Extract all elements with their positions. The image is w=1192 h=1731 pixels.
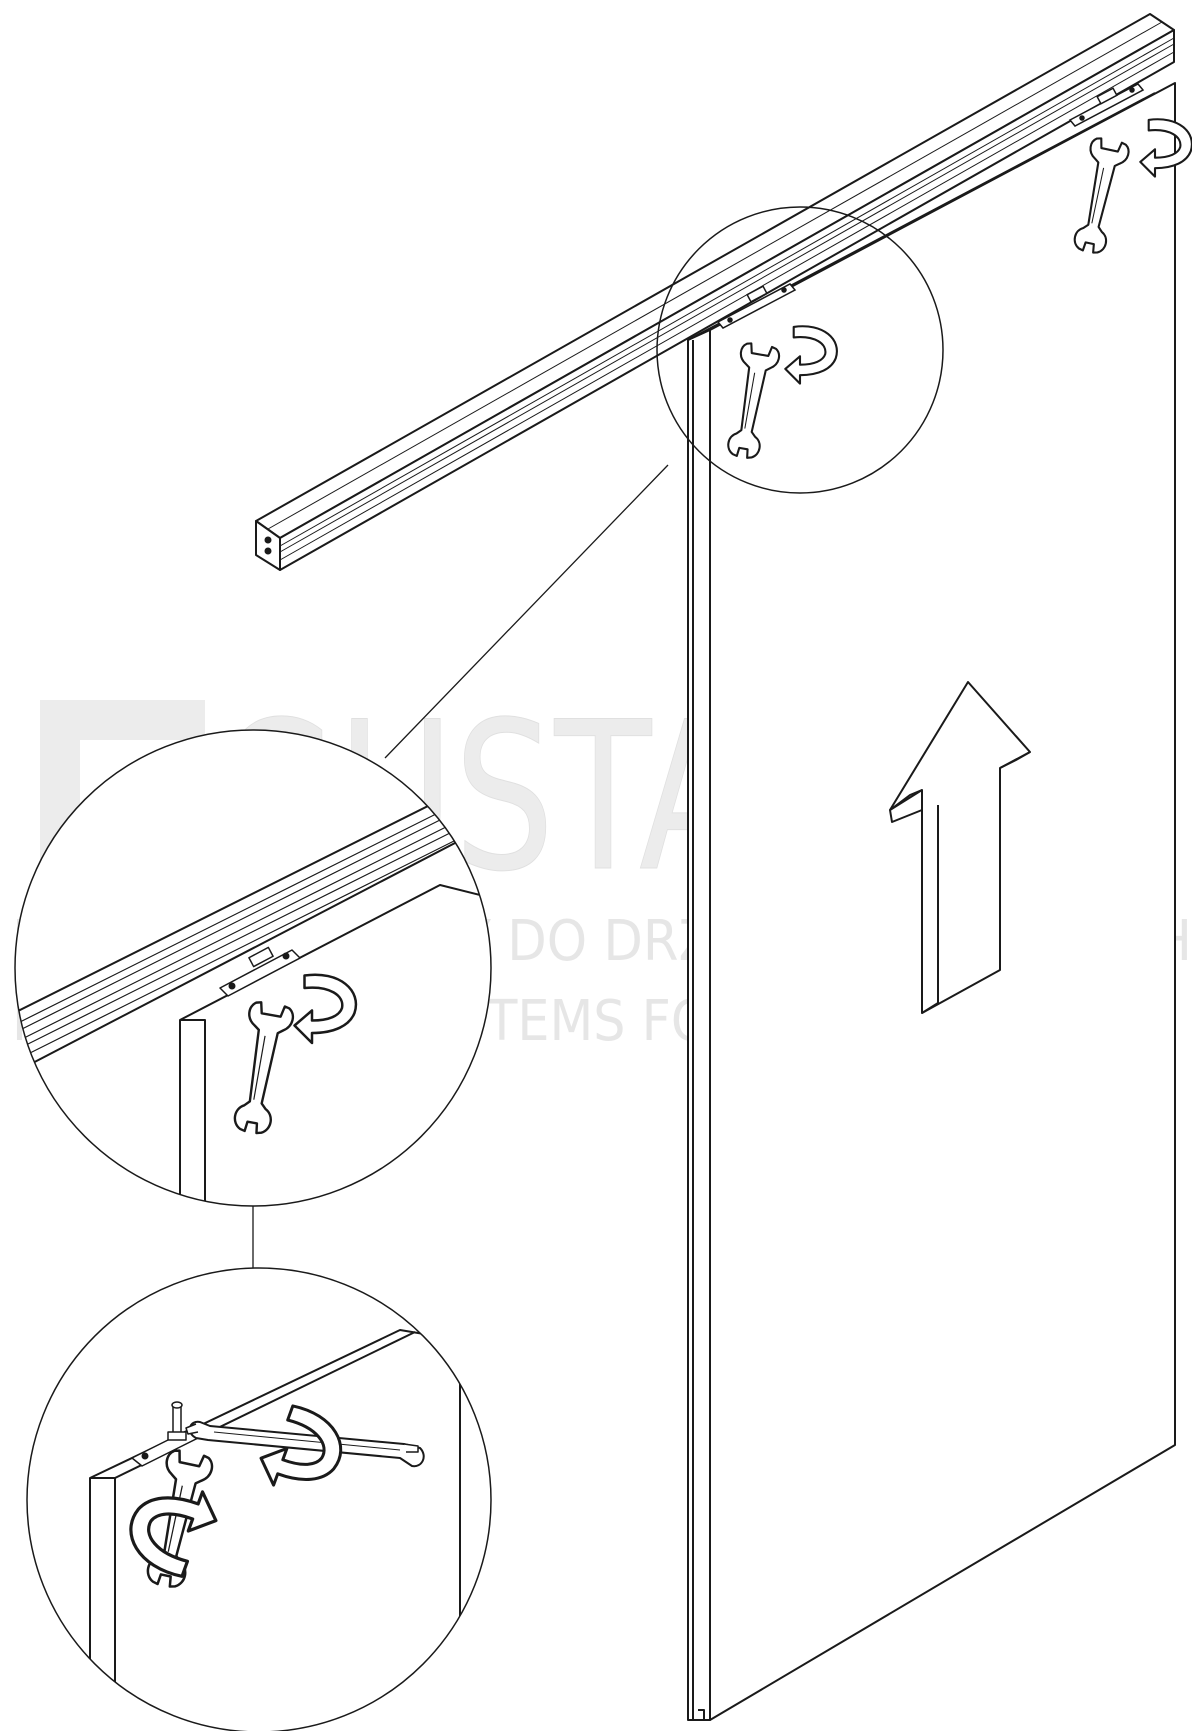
detail-view-1 — [14, 729, 492, 1207]
door-bottom-notch — [698, 1709, 705, 1720]
leader-line-to-detail-1 — [384, 464, 669, 759]
rail-end-hole-upper — [264, 536, 272, 544]
hanger-bracket-rear — [1068, 83, 1145, 127]
top-rail — [255, 13, 1175, 571]
hanger-bracket-front — [716, 283, 797, 329]
detail-focus-circle — [656, 206, 944, 494]
rail-end-hole-lower — [264, 547, 272, 555]
door-edge — [687, 329, 711, 1721]
detail-view-2-frame — [26, 1267, 492, 1731]
detail-view-2 — [26, 1267, 492, 1731]
rail-end-cap — [255, 520, 281, 571]
up-arrow-icon — [889, 681, 1031, 1014]
